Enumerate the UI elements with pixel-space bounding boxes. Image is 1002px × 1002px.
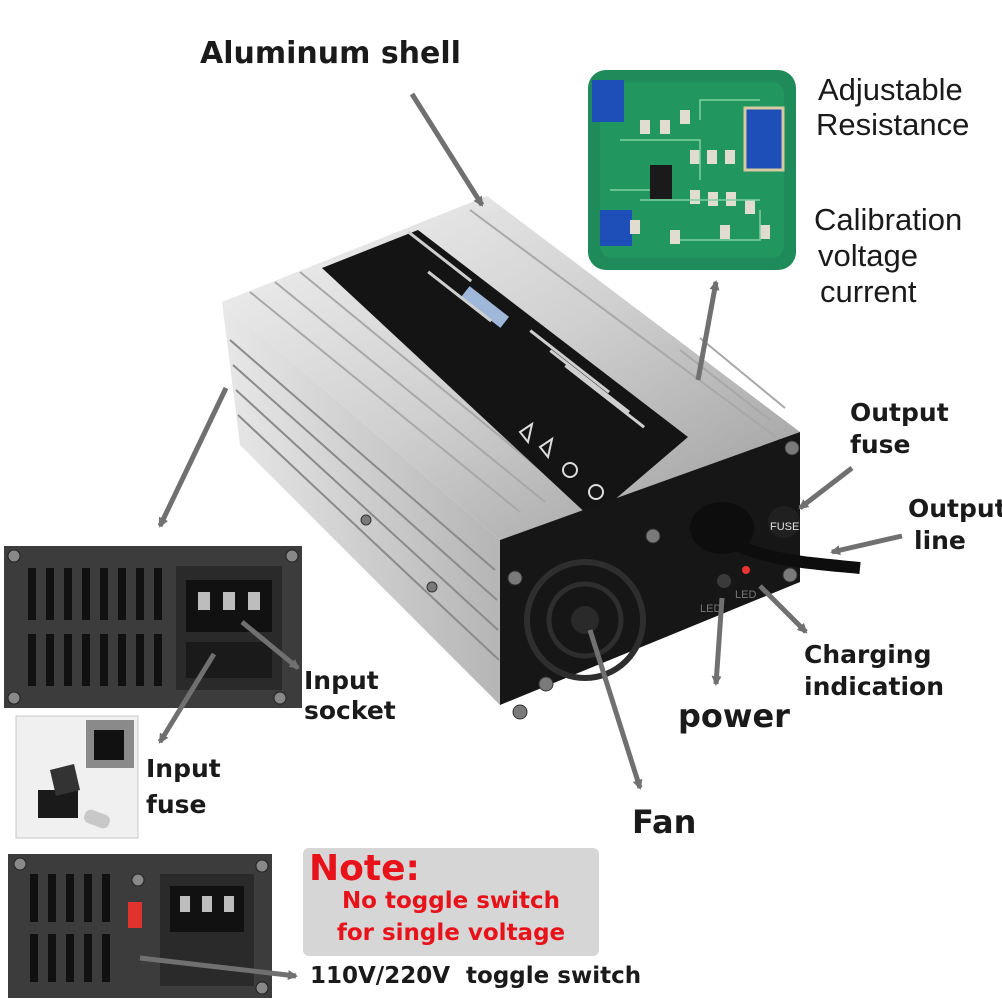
label-panel: [322, 230, 688, 519]
note-line-2: for single voltage: [336, 920, 566, 946]
arrow-fan: [587, 629, 643, 790]
note-line-1: No toggle switch: [341, 888, 561, 914]
arrow-pcb: [695, 280, 720, 381]
fuse-drawer: [186, 642, 272, 678]
label-fuse: fuse: [850, 430, 911, 459]
label-calibration: Calibration: [814, 202, 963, 237]
led-text-left: LED: [700, 603, 721, 615]
arrow-power: [711, 597, 725, 686]
note-box: Note: No toggle switch for single voltag…: [303, 848, 599, 956]
lcd-window: [460, 286, 510, 328]
label-line: line: [914, 526, 966, 555]
label-fuse-2: fuse: [146, 790, 207, 819]
arrow-aluminum-shell: [409, 92, 485, 207]
arrow-output-line: [830, 533, 903, 556]
note-title: Note:: [309, 848, 420, 889]
label-current: current: [820, 274, 917, 309]
output-cable: [695, 515, 861, 574]
fuse-text: FUSE: [770, 521, 799, 533]
arrow-input-panel: [157, 386, 229, 528]
end-panel: [500, 432, 800, 705]
label-fan: Fan: [632, 803, 697, 841]
label-adjustable: Adjustable: [818, 72, 963, 107]
arrow-output-fuse: [798, 466, 854, 510]
arrow-charging-indication: [758, 584, 808, 634]
fan-grille: [524, 559, 646, 681]
label-input-2: Input: [146, 754, 221, 783]
arrow-toggle-switch: [139, 955, 298, 981]
label-aluminum-shell: Aluminum shell: [200, 36, 461, 71]
power-led: [717, 574, 731, 588]
label-voltage: voltage: [818, 238, 918, 273]
arrows: [139, 92, 903, 981]
charger-body: FUSE LED LED: [222, 196, 861, 720]
input-panel-inset: [4, 546, 302, 708]
label-toggle-switch: 110V/220V toggle switch: [310, 963, 642, 989]
toggle-switch: [128, 902, 142, 928]
toggle-switch-inset: [8, 854, 272, 998]
label-output-2: Output: [908, 494, 1002, 523]
label-charging: Charging: [804, 640, 932, 669]
label-socket: socket: [304, 696, 396, 725]
pcb-inset-image: [588, 70, 796, 270]
charging-led: [742, 566, 750, 574]
label-input: Input: [304, 666, 379, 695]
input-fuse-inset: [15, 715, 139, 839]
label-resistance: Resistance: [816, 107, 970, 142]
label-power: power: [678, 697, 790, 735]
arrow-input-fuse: [157, 652, 217, 744]
label-output: Output: [850, 398, 949, 427]
output-fuse-holder: [768, 506, 800, 538]
label-indication: indication: [804, 672, 945, 701]
led-text-right: LED: [735, 589, 756, 601]
arrow-input-socket: [240, 620, 300, 670]
